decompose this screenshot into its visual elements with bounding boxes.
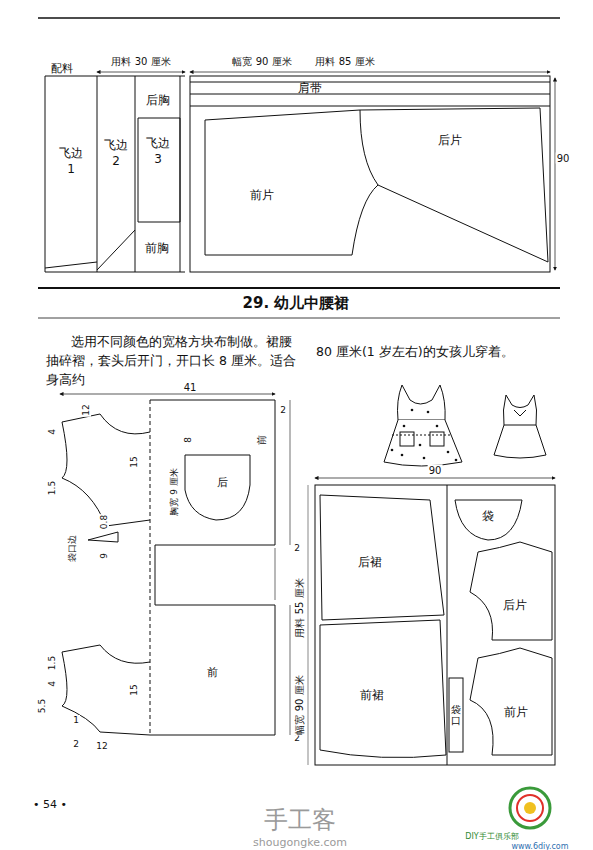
piece-name: 前胸 [145, 240, 169, 257]
piece-name: 后胸 [146, 92, 170, 109]
piece-name: 后片 [438, 132, 462, 149]
dimension-label: 幅宽 90 厘米 [231, 55, 292, 69]
piece-name: 飞边 2 [102, 137, 130, 168]
top-layout [38, 18, 560, 318]
description-text: 选用不同颜色的宽格方块布制做。裙腰抽碎褶，套头后开门，开口长 8 厘米。适合身高… [46, 332, 304, 389]
piece-name: 后裙 [358, 554, 382, 571]
pattern-piece: 后片 [434, 128, 466, 153]
pattern-piece: 后胸 [142, 88, 174, 113]
dimension-label: 41 [183, 382, 198, 393]
piece-name: 前片 [250, 187, 274, 204]
piece-name: 袋 [482, 508, 494, 525]
dimension-label: 8 [183, 436, 193, 444]
pattern-piece: 前裙 [356, 683, 388, 708]
dimension-label: 4 [47, 680, 57, 688]
left-pattern [60, 394, 290, 735]
piece-name: 肩带 [298, 80, 322, 97]
dimension-label: 2 [72, 739, 80, 749]
pattern-piece: 后裙 [354, 550, 386, 575]
dimension-label: 2 [293, 543, 301, 553]
section-title: 29. 幼儿中腰裙 [243, 294, 350, 313]
pattern-piece: 飞边 1 [53, 141, 89, 180]
dimension-label: 胸宽 9 厘米 [168, 467, 181, 516]
dimension-label: 12 [95, 741, 108, 751]
dimension-label: 5.5 [37, 698, 47, 714]
piece-name: 前片 [504, 704, 528, 721]
dimension-label: 幅宽 90 厘米 [293, 674, 307, 735]
dimension-label: 2 [279, 405, 287, 415]
pattern-piece: 后片 [499, 593, 531, 618]
piece-name: 后 [216, 475, 229, 490]
description-text: 80 厘米(1 岁左右)的女孩儿穿着。 [316, 342, 514, 361]
watermark: shougongke.com [252, 836, 348, 849]
piece-name: 前裙 [360, 687, 384, 704]
logo-mark [510, 788, 550, 828]
piece-name: 前 [206, 665, 219, 680]
dimension-label: 90 [428, 465, 443, 476]
dimension-label: 9 [99, 552, 109, 560]
right-layout [308, 478, 555, 765]
pattern-piece: 袋口 [447, 700, 465, 730]
layout-note: 配料 [50, 61, 74, 76]
dimension-label: 用料 55 厘米 [293, 577, 307, 638]
piece-name: 飞边 3 [144, 135, 172, 166]
pattern-piece: 飞边 2 [98, 133, 134, 172]
pattern-piece: 肩带 [294, 76, 326, 101]
watermark: 手工客 [263, 804, 337, 836]
dimension-label: 1.5 [47, 655, 57, 671]
dimension-label: 0.8 [99, 514, 109, 530]
watermark: DIY手工俱乐部 [464, 831, 519, 842]
dimension-label: 90 [556, 153, 571, 164]
piece-name: 袋口 [451, 704, 461, 726]
dimension-label: 用料 30 厘米 [110, 55, 171, 69]
pattern-piece: 前胸 [141, 236, 173, 261]
dress-illustration [384, 385, 546, 466]
dimension-label: 4 [47, 428, 57, 436]
pattern-piece: 前片 [500, 700, 532, 725]
piece-name: 前 [255, 434, 269, 446]
dimension-label: 15 [129, 455, 139, 468]
page-number: • 54 • [32, 798, 68, 811]
piece-name: 飞边 1 [57, 145, 85, 176]
pattern-piece: 前片 [246, 183, 278, 208]
dimension-label: 12 [81, 403, 91, 416]
pattern-piece: 飞边 3 [140, 131, 176, 170]
dimension-label: 15 [129, 683, 139, 696]
piece-name: 后片 [503, 597, 527, 614]
pattern-piece: 袋 [478, 504, 498, 529]
dimension-label: 1 [72, 715, 80, 725]
dimension-label: 1.5 [47, 480, 57, 496]
dimension-label: 用料 85 厘米 [314, 55, 375, 69]
watermark: www.6diy.com [510, 842, 569, 850]
dimension-label: 袋口边 [66, 534, 79, 563]
